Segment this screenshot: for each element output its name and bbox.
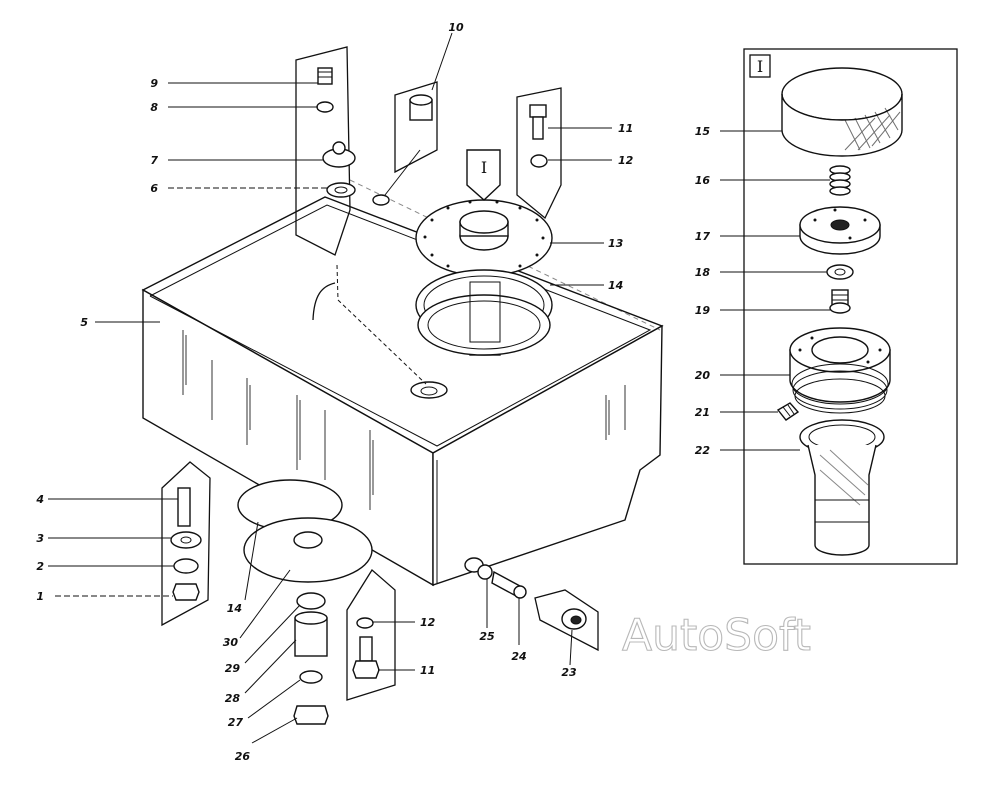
set-screw-21: [776, 402, 800, 421]
callout-28: 28: [225, 692, 241, 705]
callout-3: 3: [36, 532, 44, 545]
callout-23: 23: [561, 666, 577, 679]
callout-5: 5: [80, 316, 88, 329]
bolt-group-top: [516, 87, 562, 220]
callout-11-top: 11: [618, 122, 633, 135]
callout-12-bottom: 12: [420, 616, 436, 629]
strainer-22: [799, 419, 885, 556]
callout-12-top: 12: [618, 154, 634, 167]
sender-wire: [312, 282, 336, 321]
tank-rim-line: [149, 204, 652, 447]
bolt-shank-11-bottom: [359, 636, 373, 662]
washer-12: [530, 154, 548, 168]
side-fitting-group: [477, 564, 599, 652]
disc-17: [799, 206, 881, 255]
callout-labels: 9 8 7 6 5 10 11 12 13 14 15 16 17 18 19 …: [35, 21, 710, 763]
spring-washer-2: [173, 558, 199, 574]
callout-15: 15: [695, 125, 711, 138]
callout-21: 21: [695, 406, 710, 419]
callout-7: 7: [150, 154, 158, 167]
callout-1: 1: [36, 590, 44, 603]
spring-16: [829, 165, 851, 196]
washer-8: [316, 101, 334, 113]
flange-bolt-holes: [423, 200, 545, 274]
bottom-drain-group: [237, 479, 396, 725]
callout-9: 9: [150, 77, 158, 90]
bolt-shank-11: [532, 116, 544, 140]
callout-17: 17: [695, 230, 711, 243]
washer-25: [477, 564, 493, 580]
fitting-frame-23: [534, 589, 599, 652]
callout-11-bottom: 11: [420, 664, 435, 677]
sender-group: [295, 46, 438, 256]
tank-side-face: [432, 324, 663, 586]
callout-22: 22: [695, 444, 711, 457]
callout-24: 24: [511, 650, 526, 663]
bolt-head-11-bottom: [352, 660, 380, 679]
plug-frame-10: [394, 81, 438, 174]
threaded-ring-20: [789, 327, 891, 414]
callout-6: 6: [150, 182, 158, 195]
leader-lines: [48, 32, 830, 744]
knurl-pattern: [844, 107, 901, 151]
washer-3: [170, 531, 202, 549]
callout-2: 2: [36, 560, 44, 573]
callout-8: 8: [150, 101, 158, 114]
tank-top-hole: [410, 381, 448, 399]
tank-shading: [182, 330, 626, 510]
callout-20: 20: [695, 369, 711, 382]
ring-27: [299, 670, 323, 684]
inset-frame: [743, 48, 958, 565]
drain-flange-30: [243, 517, 373, 583]
callout-16: 16: [695, 174, 711, 187]
callout-4: 4: [35, 493, 44, 506]
filler-flange-assembly: [415, 149, 553, 356]
inset-label: I: [757, 57, 763, 76]
callout-25: 25: [479, 630, 495, 643]
callout-27: 27: [228, 716, 244, 729]
washer-18: [826, 264, 854, 280]
stud-group-left: [161, 461, 211, 627]
sender-bracket-frame: [295, 46, 351, 256]
bolt-frame-top: [516, 87, 562, 220]
callout-10: 10: [448, 21, 464, 34]
nut-1: [172, 583, 200, 601]
screw-9: [317, 67, 333, 85]
ring-29: [296, 592, 326, 610]
bolt-head-11: [529, 104, 547, 118]
watermark: AutoSoft: [622, 610, 811, 661]
callout-30: 30: [223, 636, 239, 649]
callout-19: 19: [695, 304, 711, 317]
callout-13: 13: [608, 237, 624, 250]
tank-inset-marker: I: [481, 158, 487, 177]
drain-plug-26: [293, 705, 329, 725]
small-washer: [372, 194, 390, 206]
washer-12-bottom: [356, 617, 374, 629]
screw-19: [829, 289, 851, 314]
stud-4: [177, 487, 191, 527]
callout-14-bottom: 14: [227, 602, 242, 615]
inset-panel: I: [743, 48, 958, 565]
bolt-frame-bottom: [346, 569, 396, 701]
callout-14-top: 14: [608, 279, 623, 292]
callout-18: 18: [695, 266, 711, 279]
gasket-6: [326, 182, 356, 198]
fuel-tank: [141, 179, 664, 587]
callout-29: 29: [225, 662, 241, 675]
callout-26: 26: [235, 750, 251, 763]
mounting-ring: [417, 294, 551, 356]
inset-pointer: [466, 149, 501, 201]
stud-frame: [161, 461, 211, 627]
